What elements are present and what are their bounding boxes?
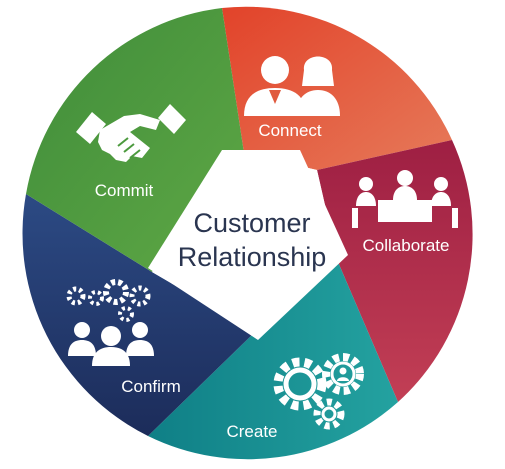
segment-confirm <box>22 194 255 436</box>
gears-person-icon <box>273 353 364 430</box>
segment-create <box>148 262 398 460</box>
segment-label-commit: Commit <box>95 181 154 200</box>
center-title-line2: Relationship <box>178 242 327 272</box>
gears-team-icon <box>66 279 154 366</box>
center-title-line1: Customer <box>193 208 310 238</box>
segment-label-collaborate: Collaborate <box>363 236 450 255</box>
handshake-icon <box>76 104 186 162</box>
center-area <box>148 150 348 340</box>
segment-label-connect: Connect <box>258 121 322 140</box>
people-icon <box>244 56 340 116</box>
meeting-table-icon <box>352 170 458 228</box>
segment-label-create: Create <box>226 422 277 441</box>
segment-connect <box>222 6 452 170</box>
segment-label-confirm: Confirm <box>121 377 181 396</box>
